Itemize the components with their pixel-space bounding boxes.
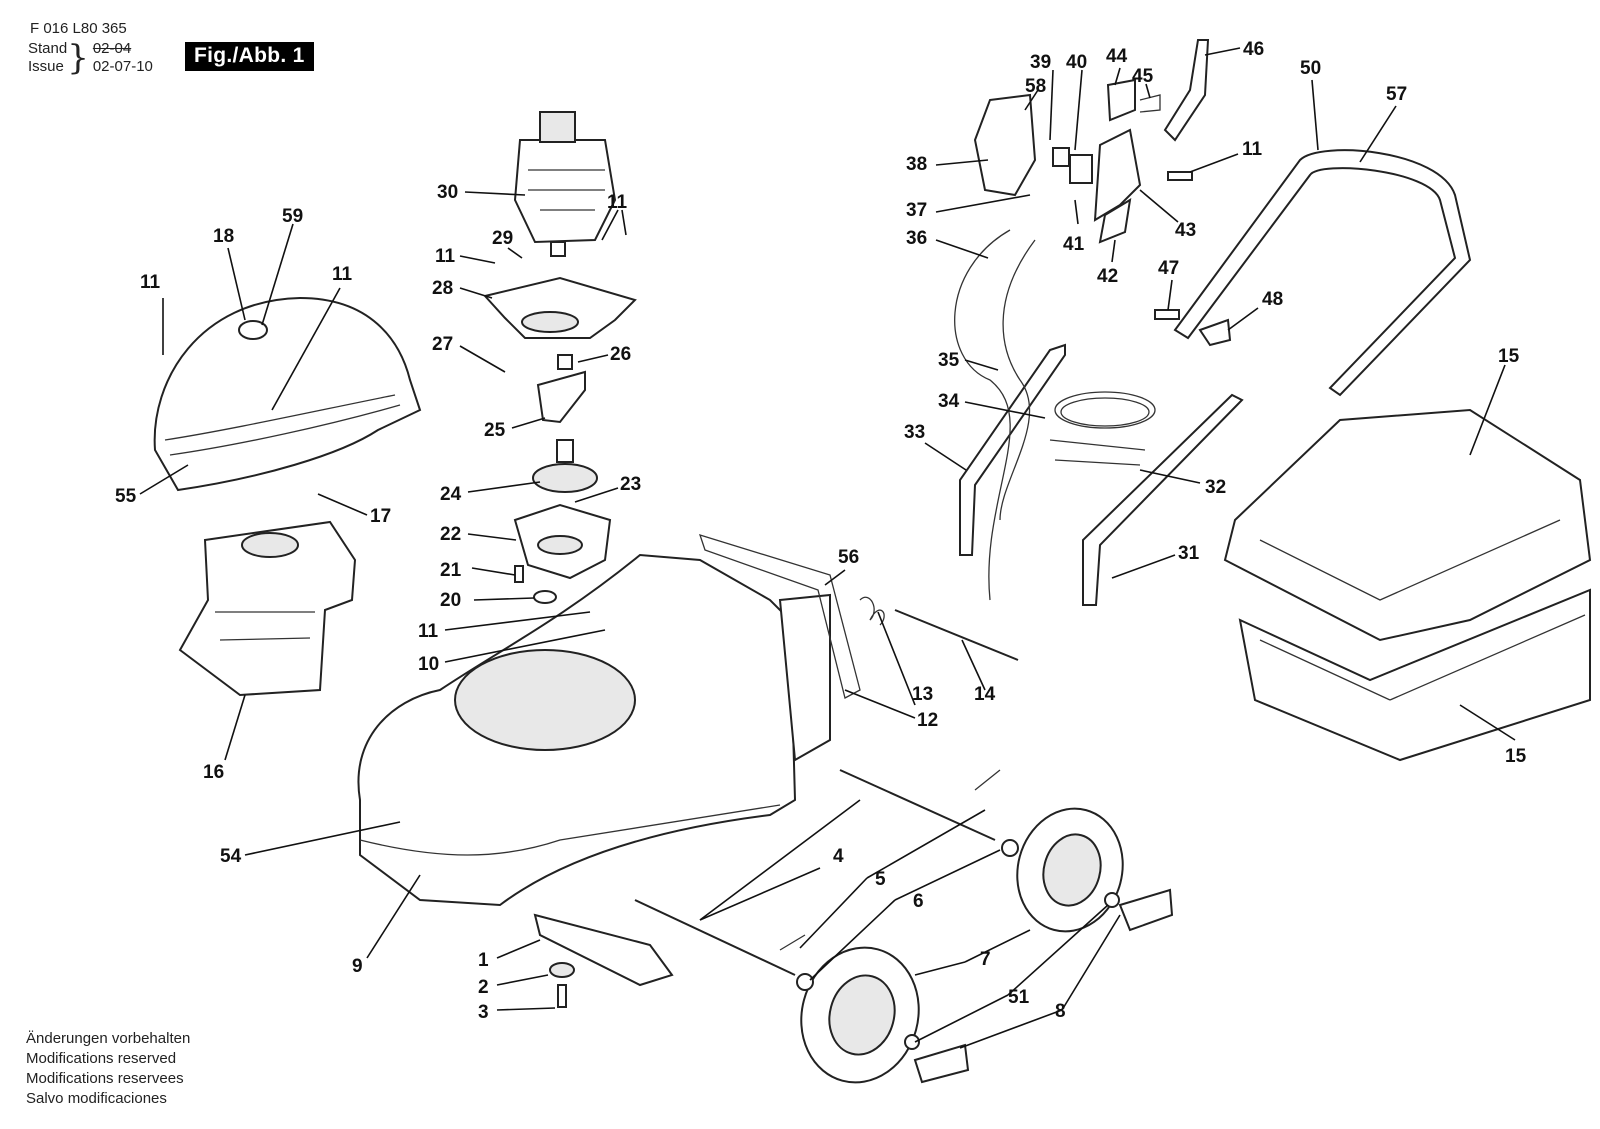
cable-part (954, 229, 1011, 601)
callout-18: 18 (213, 226, 234, 247)
callout-50: 50 (1300, 58, 1321, 79)
callout-2: 2 (478, 977, 489, 998)
issue-value: 02-07-10 (92, 58, 153, 75)
note-english: Modifications reserved (26, 1050, 177, 1067)
callout-56: 56 (838, 547, 859, 568)
callout-11c: 11 (435, 246, 456, 267)
stand-value: 02-04 (92, 40, 132, 57)
callout-21: 21 (440, 560, 462, 581)
callout-7: 7 (980, 949, 991, 970)
callout-58: 58 (1025, 76, 1046, 97)
callout-25: 25 (484, 420, 506, 441)
callout-37: 37 (906, 200, 927, 221)
callout-42: 42 (1097, 266, 1118, 287)
callout-39: 39 (1030, 52, 1051, 73)
grass-box-lid-part (1223, 408, 1592, 642)
callout-10: 10 (418, 654, 439, 675)
callout-29: 29 (492, 228, 513, 249)
callout-11e: 11 (418, 621, 439, 642)
revision-block: Stand Issue } 02-04 02-07-10 (28, 40, 153, 76)
leader-lines (139, 47, 1516, 1049)
callout-11f: 11 (1242, 139, 1263, 160)
callout-31: 31 (1178, 543, 1200, 564)
callout-labels: 1 2 3 4 5 6 7 8 9 10 11 11 11 11 11 11 1… (115, 39, 1527, 1023)
callout-26: 26 (610, 344, 631, 365)
callout-23: 23 (620, 474, 641, 495)
callout-16: 16 (203, 762, 224, 783)
callout-55: 55 (115, 486, 137, 507)
callout-8: 8 (1055, 1001, 1066, 1022)
callout-40: 40 (1066, 52, 1087, 73)
callout-4: 4 (833, 846, 844, 867)
motor-housing-part (178, 520, 357, 697)
callout-3: 3 (478, 1002, 489, 1023)
callout-34: 34 (938, 391, 960, 412)
callout-13: 13 (912, 684, 933, 705)
axle-rod-part (894, 609, 1019, 661)
callout-24: 24 (440, 484, 462, 505)
callout-54: 54 (220, 846, 242, 867)
callout-11a: 11 (140, 272, 161, 293)
callout-17: 17 (370, 506, 391, 527)
callout-5: 5 (875, 869, 886, 890)
grass-box-basket-part (1238, 588, 1591, 762)
callout-28: 28 (432, 278, 453, 299)
issue-label: Issue (28, 58, 64, 75)
callout-22: 22 (440, 524, 461, 545)
blade-part (533, 913, 674, 987)
callout-41: 41 (1063, 234, 1085, 255)
callout-30: 30 (437, 182, 458, 203)
callout-44: 44 (1106, 46, 1128, 67)
callout-57: 57 (1386, 84, 1407, 105)
switch-cover-part (973, 93, 1037, 197)
callout-15a: 15 (1498, 346, 1520, 367)
callout-11b: 11 (332, 264, 353, 285)
callout-14: 14 (974, 684, 996, 705)
callout-48: 48 (1262, 289, 1283, 310)
handle-lower-left-part (959, 343, 1066, 556)
stand-label: Stand (28, 40, 68, 57)
callout-38: 38 (906, 154, 927, 175)
callout-47: 47 (1158, 258, 1179, 279)
callout-32: 32 (1205, 477, 1226, 498)
figure-badge: Fig./Abb. 1 (185, 42, 314, 71)
handle-lower-right-part (1082, 393, 1244, 606)
callout-6: 6 (913, 891, 924, 912)
callout-12: 12 (917, 710, 938, 731)
switch-housing-part (1093, 128, 1142, 222)
callout-51: 51 (1008, 987, 1030, 1008)
callout-45: 45 (1132, 66, 1154, 87)
note-french: Modifications reservees (26, 1070, 184, 1087)
callout-43: 43 (1175, 220, 1196, 241)
callout-9: 9 (352, 956, 363, 977)
callout-59: 59 (282, 206, 303, 227)
note-spanish: Salvo modificaciones (26, 1090, 167, 1107)
gear-part (532, 463, 598, 493)
callout-15b: 15 (1505, 746, 1527, 767)
callout-33: 33 (904, 422, 925, 443)
callout-36: 36 (906, 228, 927, 249)
top-hood-part (153, 296, 422, 492)
callout-27: 27 (432, 334, 453, 355)
motor-part (513, 139, 617, 244)
document-code: F 016 L80 365 (30, 20, 127, 37)
note-german: Änderungen vorbehalten (26, 1030, 191, 1047)
callout-11d: 11 (607, 192, 628, 213)
callout-46: 46 (1243, 39, 1264, 60)
modifications-notice: Änderungen vorbehalten Modifications res… (26, 1029, 190, 1109)
brace-symbol: } (67, 38, 89, 78)
handle-upper-part (1173, 149, 1472, 397)
callout-20: 20 (440, 590, 461, 611)
callout-1: 1 (478, 950, 489, 971)
callout-35: 35 (938, 350, 960, 371)
